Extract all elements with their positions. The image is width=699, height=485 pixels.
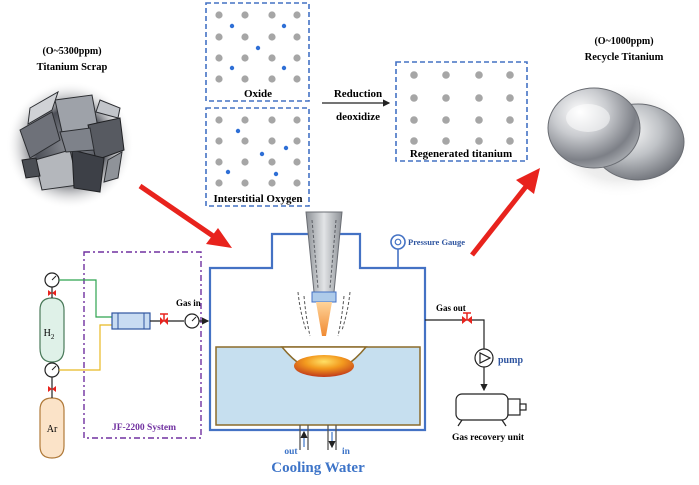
recycle-oxygen-content: (O~1000ppm) bbox=[594, 36, 653, 47]
molten-titanium-pool bbox=[294, 355, 354, 377]
deoxidize-label: deoxidize bbox=[336, 111, 380, 123]
pressure-gauge: Pressure Gauge bbox=[390, 234, 465, 268]
h2-subscript: 2 bbox=[51, 333, 55, 341]
scrap-to-furnace-arrow bbox=[138, 183, 232, 248]
scrap-oxygen-content: (O~5300ppm) bbox=[42, 46, 101, 57]
cooling-water-label: Cooling Water bbox=[271, 460, 365, 476]
mass-flow-controller bbox=[111, 312, 151, 330]
cooling-in-label: in bbox=[342, 447, 351, 457]
svg-text:H2: H2 bbox=[44, 328, 55, 341]
cooling-pipes bbox=[299, 425, 337, 450]
pressure-gauge-icon bbox=[390, 234, 406, 250]
scrap-label: Titanium Scrap bbox=[37, 62, 108, 73]
oxide-lattice-box: Oxide bbox=[205, 2, 310, 102]
titanium-scrap-group: (O~5300ppm) Titanium Scrap bbox=[6, 46, 134, 209]
gas-recovery-label: Gas recovery unit bbox=[452, 433, 525, 443]
gas-supply-system: JF-2200 System H2 Ar bbox=[39, 251, 210, 459]
pressure-gauge-label: Pressure Gauge bbox=[408, 237, 465, 247]
jf-2200-system-box bbox=[83, 251, 202, 439]
furnace-chamber: out in Cooling Water bbox=[208, 211, 427, 476]
furnace-to-product-arrow bbox=[470, 168, 540, 257]
reduction-label: Reduction bbox=[334, 88, 382, 100]
regenerated-titanium-label: Regenerated titanium bbox=[410, 148, 512, 160]
cooling-out-label: out bbox=[284, 447, 298, 457]
h2-label: H bbox=[44, 328, 51, 339]
oxide-label: Oxide bbox=[244, 88, 272, 100]
jf-2200-system-label: JF-2200 System bbox=[112, 423, 176, 433]
gas-recovery-unit-icon bbox=[455, 393, 527, 427]
regenerated-lattice-box: Regenerated titanium bbox=[395, 61, 528, 162]
gas-out-line: Gas out pump Gas recovery unit bbox=[425, 303, 527, 443]
ar-label: Ar bbox=[47, 424, 58, 435]
gas-in-label: Gas in bbox=[176, 298, 201, 308]
plasma-torch bbox=[297, 211, 351, 337]
ar-cylinder: Ar bbox=[39, 397, 65, 459]
h2-supply-line bbox=[59, 279, 112, 318]
interstitial-oxygen-label: Interstitial Oxygen bbox=[214, 193, 303, 205]
h2-cylinder: H2 bbox=[39, 297, 65, 363]
recycle-titanium-group: (O~1000ppm) Recycle Titanium bbox=[547, 36, 692, 198]
recycle-label: Recycle Titanium bbox=[585, 52, 664, 63]
gas-out-label: Gas out bbox=[436, 303, 466, 313]
gas-out-valve-icon bbox=[462, 312, 472, 324]
h2-valve-icon bbox=[48, 290, 56, 296]
ar-supply-line bbox=[59, 324, 112, 371]
ar-valve-icon bbox=[48, 386, 56, 392]
gas-in-valve-icon bbox=[160, 313, 168, 325]
interstitial-lattice-box: Interstitial Oxygen bbox=[205, 107, 310, 207]
plasma-flame bbox=[316, 302, 332, 336]
titanium-scrap-image bbox=[6, 81, 134, 209]
pump-label: pump bbox=[498, 355, 523, 366]
recycle-titanium-image bbox=[547, 82, 692, 198]
reduction-arrow-group: Reduction deoxidize bbox=[322, 88, 391, 123]
